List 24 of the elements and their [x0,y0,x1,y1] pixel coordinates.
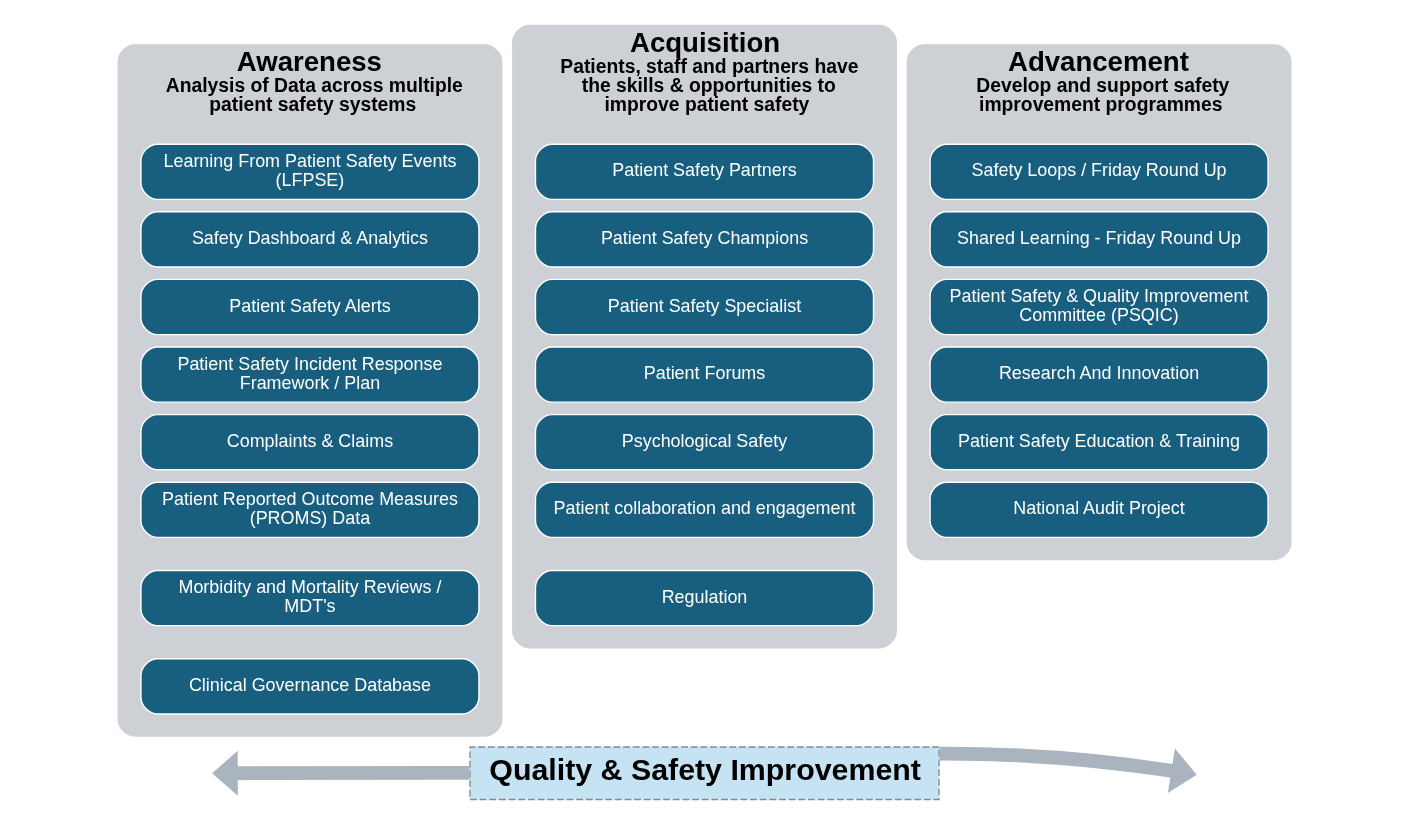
node-box: Learning From Patient Safety Events (LFPSE) [139,143,480,200]
node-box: Complaints & Claims [139,413,480,470]
node-box: Research And Innovation [928,345,1269,403]
node-box: Patient Forums [534,345,874,403]
node-box: Patient Safety Alerts [139,278,480,335]
arrow [938,746,1197,793]
node-box: Patient Safety Education & Training [928,413,1269,470]
node-box: Safety Dashboard & Analytics [139,210,480,268]
node-box: Psychological Safety [534,413,874,470]
node-box: Shared Learning - Friday Round Up [928,210,1269,268]
arrow [211,750,470,796]
node-box: Patient Safety Partners [534,143,874,200]
node-box: Patient collaboration and engagement [534,481,874,538]
node-box: Clinical Governance Database [139,657,480,715]
node-box: National Audit Project [928,481,1269,538]
node-box: Patient Reported Outcome Measures (PROMS) Data [139,481,480,538]
node-box: Patient Safety Specialist [534,278,874,335]
node-box: Quality & Safety Improvement [468,745,940,800]
node-box: Safety Loops / Friday Round Up [928,143,1269,200]
node-box: Patient Safety & Quality Improvement Committee (PSQIC) [928,278,1269,335]
node-box: Patient Safety Incident Response Framework / Plan [139,345,480,403]
node-box: Regulation [534,569,874,626]
node-box: Morbidity and Mortality Reviews / MDT's [139,569,480,626]
node-box: Patient Safety Champions [534,210,874,268]
